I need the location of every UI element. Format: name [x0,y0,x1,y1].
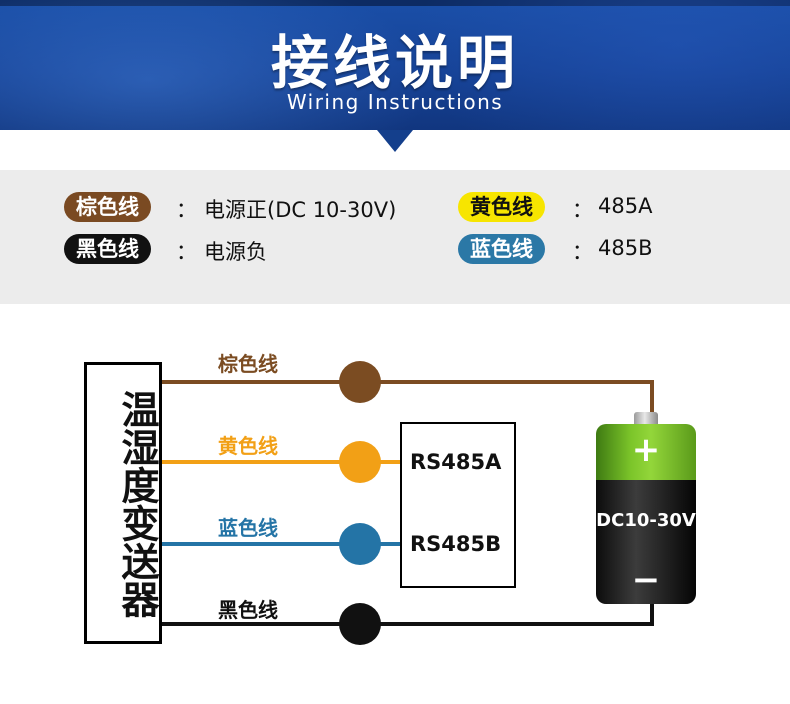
legend-pill-black: 黑色线 [64,234,151,264]
legend-pill-brown: 棕色线 [64,192,151,222]
battery-voltage-label: DC10-30V [596,510,696,531]
brown-wire [162,380,654,384]
battery-body [596,480,696,604]
brown-wire-label: 棕色线 [218,352,278,376]
battery-positive-end [596,424,696,480]
blue-wire-label: 蓝色线 [218,516,278,540]
black-wire-label: 黑色线 [218,598,278,622]
yellow-wire [162,460,400,464]
legend-separator: ： [176,198,197,222]
legend-desc-black: 电源负 [204,240,267,264]
transmitter-box: 温湿度变送器 [84,362,162,644]
battery: + DC10-30V − [596,412,696,604]
blue-wire [162,542,400,546]
rs485a-label: RS485A [410,450,502,474]
legend-separator: ： [572,198,593,222]
banner-glow [390,0,790,130]
legend-pill-blue: 蓝色线 [458,234,545,264]
battery-terminal [634,412,658,426]
black-wire-rise [650,598,654,626]
battery-plus-sign: + [631,430,661,470]
header-banner: 接线说明 Wiring Instructions [0,0,790,130]
yellow-wire-label: 黄色线 [218,434,278,458]
banner-glow [0,0,460,130]
wiring-diagram: 棕色线 黄色线 蓝色线 黑色线 温湿度变送器 RS485A RS485B + D… [0,304,790,704]
yellow-wire-terminal [339,441,381,483]
legend-pill-yellow: 黄色线 [458,192,545,222]
blue-wire-terminal [339,523,381,565]
legend-separator: ： [176,240,197,264]
rs485-box: RS485A RS485B [400,422,516,588]
legend-desc-yellow: 485A [598,194,653,218]
wire-legend: 棕色线 ： 电源正(DC 10-30V) 黄色线 ： 485A 黑色线 ： 电源… [0,170,790,304]
banner-pointer [377,130,413,152]
legend-desc-brown: 电源正(DC 10-30V) [204,198,397,222]
transmitter-label: 温湿度变送器 [115,390,159,618]
black-wire-terminal [339,603,381,645]
legend-desc-blue: 485B [598,236,653,260]
page-title: 接线说明 [270,29,519,97]
battery-minus-sign: − [631,560,661,600]
rs485b-label: RS485B [410,532,502,556]
page-subtitle: Wiring Instructions [286,90,504,114]
legend-separator: ： [572,240,593,264]
brown-wire-terminal [339,361,381,403]
black-wire [162,622,654,626]
brown-wire-drop [650,380,654,414]
